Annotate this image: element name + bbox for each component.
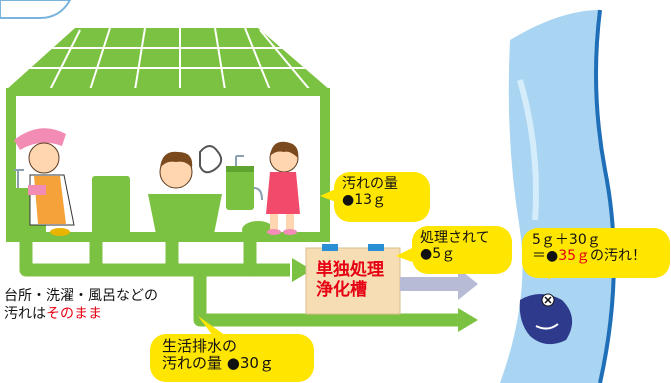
kitchen-label-line2: 汚れはそのまま — [4, 306, 158, 324]
kitchen-label-prefix: 汚れは — [4, 305, 46, 322]
kitchen-label: 台所・洗濯・風呂などの 汚れはそのまま — [4, 288, 158, 323]
household-bubble-line2: 汚れの量 ●30ｇ — [162, 354, 274, 373]
total-pollution-bubble: 5ｇ＋30ｇ ＝●35ｇの汚れ！ — [522, 228, 670, 278]
bubble-tail-treated — [396, 246, 416, 262]
household-bubble-line1: 生活排水の — [162, 337, 238, 355]
house-wall-left — [6, 90, 16, 240]
house-floor — [6, 232, 330, 242]
pipe-arrow-to-tank — [292, 258, 312, 282]
treated-bubble-line1: 処理されて — [420, 230, 490, 246]
treated-water-arrow — [400, 268, 478, 300]
fish-icon — [519, 293, 573, 345]
total-bubble-prefix: ＝● — [532, 248, 559, 265]
house-wall-right — [320, 90, 330, 240]
total-bubble-line2: ＝●35ｇの汚れ！ — [532, 248, 660, 264]
fixtures — [16, 170, 274, 239]
toilet-pollution-bubble: 汚れの量 ●13ｇ — [334, 172, 430, 222]
drain-pipes — [19, 242, 460, 327]
toilet-bubble-line2: ●13ｇ — [342, 192, 387, 209]
septic-tank-label: 単独処理 浄化槽 — [316, 260, 384, 301]
total-bubble-suffix: の汚れ！ — [590, 248, 647, 265]
corner-tab — [0, 0, 72, 19]
washer-lid — [226, 166, 254, 172]
faucets — [14, 155, 263, 201]
tank-label-line2: 浄化槽 — [316, 280, 367, 301]
toilet-bubble-line1: 汚れの量 — [342, 176, 398, 192]
septic-tank — [305, 244, 401, 315]
house-roof — [6, 27, 330, 96]
total-bubble-amount: 35ｇ — [558, 248, 591, 265]
total-bubble-line1: 5ｇ＋30ｇ — [532, 232, 601, 248]
boy-bathing — [159, 145, 223, 189]
kitchen-label-highlight: そのまま — [46, 305, 102, 322]
household-pollution-bubble: 生活排水の 汚れの量 ●30ｇ — [150, 334, 314, 382]
tank-label-line1: 単独処理 — [316, 260, 384, 280]
treated-pollution-bubble: 処理されて ●5ｇ — [412, 226, 512, 274]
pipe-arrow-to-river — [458, 308, 478, 332]
river — [500, 9, 616, 383]
woman-cooking — [14, 128, 75, 236]
kitchen-label-line1: 台所・洗濯・風呂などの — [4, 288, 158, 304]
treated-bubble-line2: ●5ｇ — [420, 246, 456, 263]
girl-washing — [266, 141, 300, 235]
